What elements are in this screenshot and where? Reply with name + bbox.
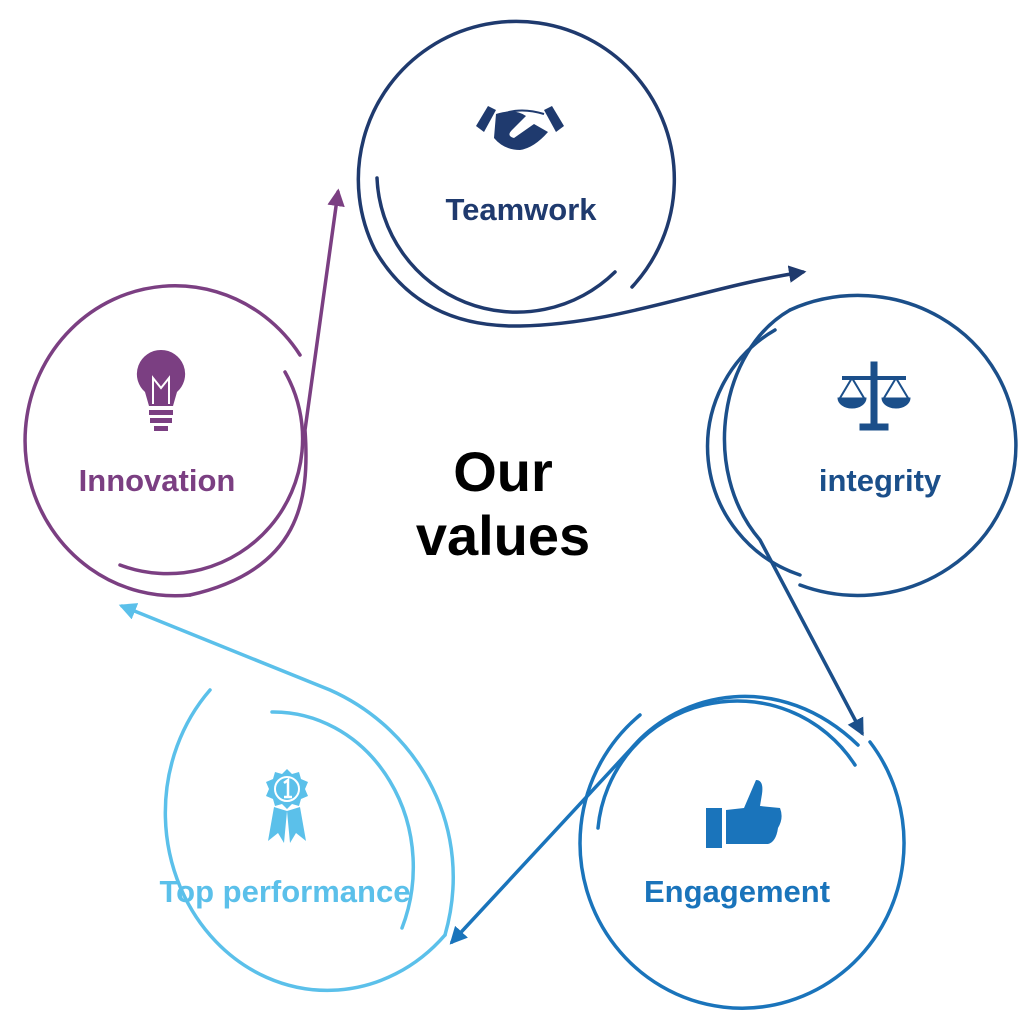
value-label-engagement: Engagement: [643, 874, 831, 909]
value-label-top-performance: Top performance: [159, 874, 411, 909]
teamwork-circle: [356, 19, 807, 328]
arrow-top-performance-to-innovation: [118, 603, 455, 937]
engagement-circle: [449, 694, 906, 1010]
arrow-integrity-to-engagement: [722, 308, 864, 737]
integrity-circle: [705, 293, 1018, 737]
value-label-integrity: integrity: [818, 463, 942, 498]
value-label-innovation: Innovation: [78, 463, 236, 498]
lightbulb-icon: [136, 349, 186, 431]
diagram-title: Our values: [416, 440, 590, 568]
top-performance-circle: [118, 603, 455, 993]
value-label-teamwork: Teamwork: [445, 192, 597, 227]
arrow-teamwork-to-integrity: [373, 248, 807, 328]
award-ribbon-icon: [266, 769, 308, 843]
innovation-circle: [23, 188, 345, 598]
arrow-innovation-to-teamwork: [188, 188, 345, 597]
title-line-1: Our: [453, 440, 553, 503]
title-line-2: values: [415, 504, 591, 567]
scales-icon: [837, 361, 911, 431]
handshake-icon: [476, 106, 564, 150]
thumbs-up-icon: [706, 780, 782, 848]
arrow-engagement-to-top-performance: [449, 694, 860, 945]
